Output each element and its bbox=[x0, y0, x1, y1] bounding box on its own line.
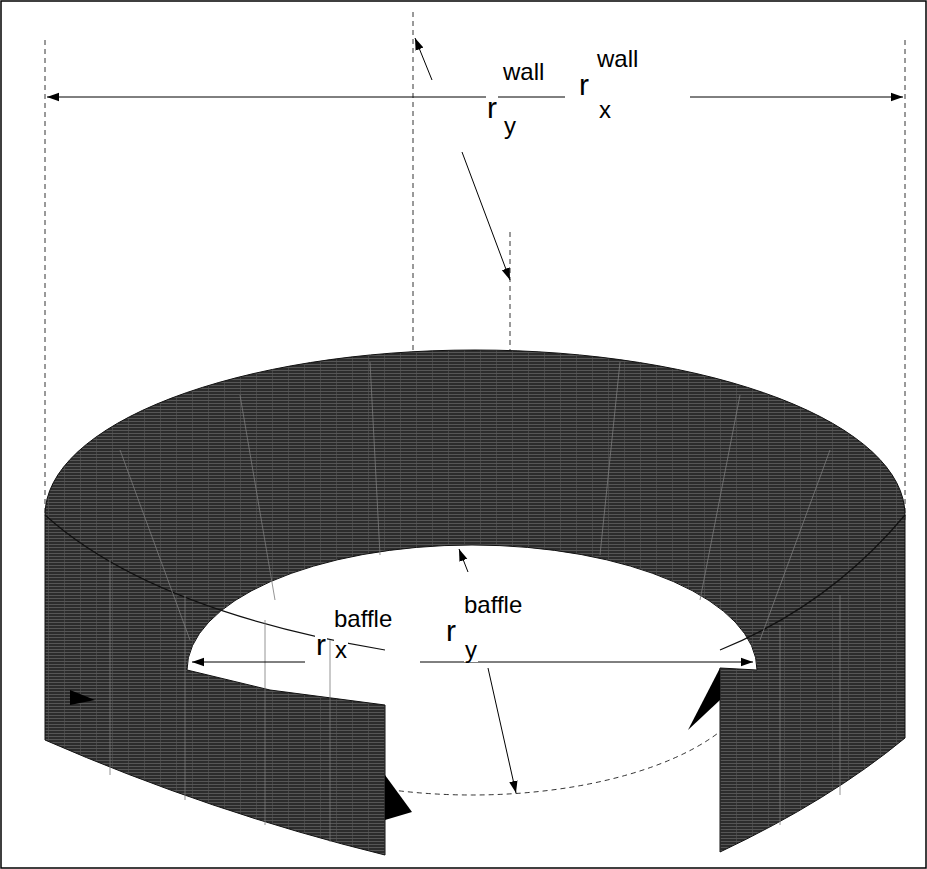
dimension-subscript: y bbox=[503, 114, 517, 138]
dimension-symbol: r bbox=[486, 93, 498, 123]
dimension-symbol: r bbox=[315, 630, 327, 660]
dimension-superscript: wall bbox=[596, 47, 639, 71]
dimension-subscript: y bbox=[464, 638, 478, 662]
dimension-symbol: r bbox=[578, 70, 590, 100]
dimension-arrows bbox=[47, 38, 903, 793]
dimension-superscript: baffle bbox=[333, 607, 393, 631]
ring-mesh bbox=[45, 350, 905, 855]
dimension-superscript: wall bbox=[502, 60, 545, 84]
dimension-symbol: r bbox=[445, 616, 457, 646]
dimension-subscript: x bbox=[334, 638, 348, 662]
dimension-superscript: baffle bbox=[463, 593, 523, 617]
dimension-subscript: x bbox=[598, 98, 612, 122]
